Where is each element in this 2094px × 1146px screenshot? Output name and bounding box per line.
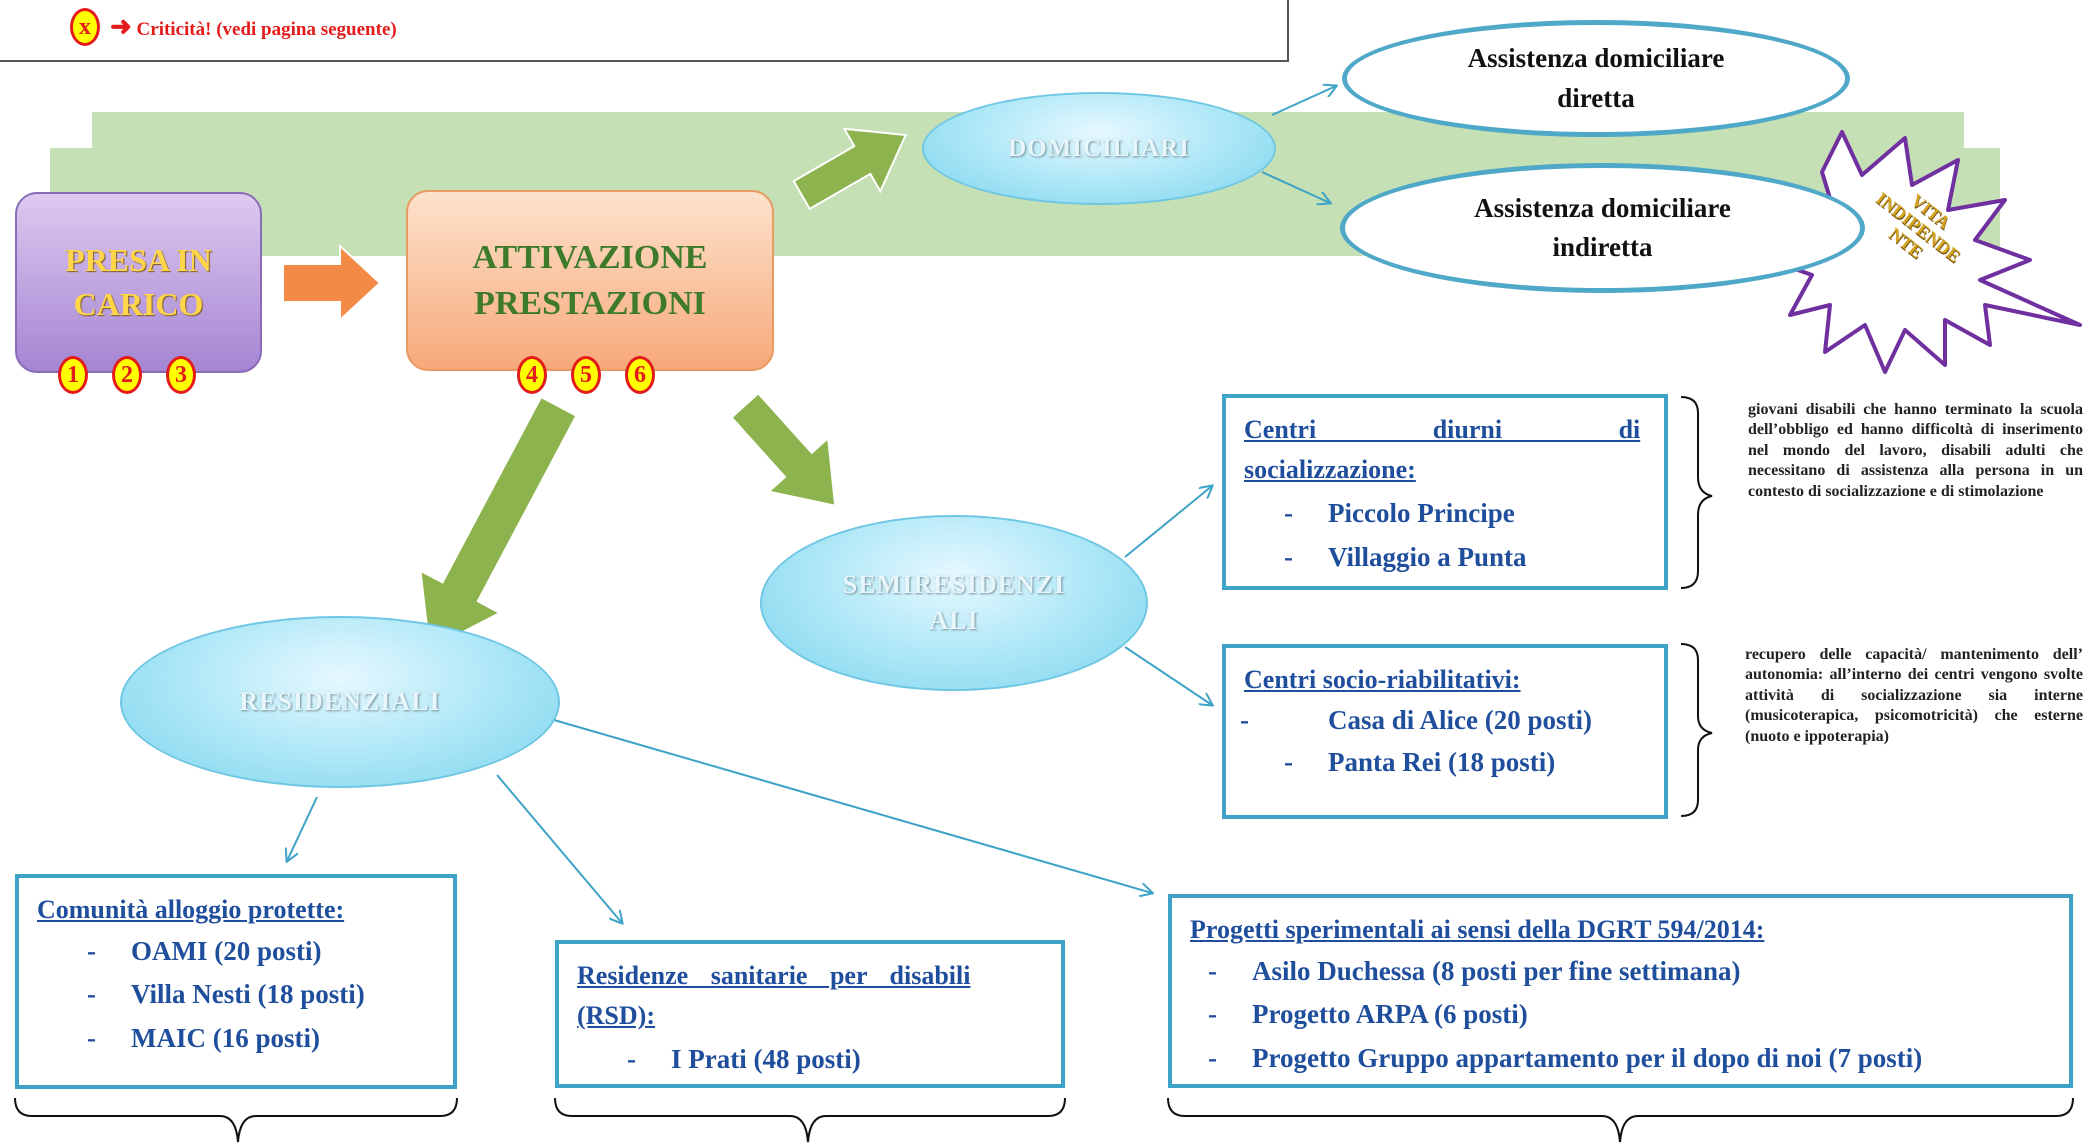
step-presa-in-carico: PRESA IN CARICO (15, 192, 262, 373)
arrow-to-semiresidenziali (730, 391, 837, 507)
connector-res-rsd (496, 774, 622, 923)
box-progetti-sperimentali: Progetti sperimentali ai sensi della DGR… (1168, 894, 2073, 1088)
header-box (0, 0, 1289, 62)
note-centri-diurni: giovani disabili che hanno terminato la … (1748, 401, 2083, 500)
indiretta-line2: indiretta (1552, 232, 1653, 262)
list-item: Progetto Gruppo appartamento per il dopo… (1208, 1037, 2051, 1080)
connector-semi-centri-socio (1124, 646, 1212, 705)
connector-domiciliari-diretta (1271, 86, 1336, 116)
box-comunita-alloggio: Comunità alloggio protette: OAMI (20 pos… (15, 874, 457, 1089)
centri-diurni-list: Piccolo Principe Villaggio a Punta (1244, 491, 1646, 580)
progetti-title: Progetti sperimentali ai sensi della DGR… (1190, 915, 1765, 944)
comunita-title: Comunità alloggio protette: (37, 895, 345, 924)
brace-progetti (1167, 1097, 2074, 1143)
rsd-title-line1: Residenze sanitarie per disabili (577, 961, 971, 990)
step-attivazione-prestazioni: ATTIVAZIONE PRESTAZIONI (406, 190, 774, 371)
criticality-badge-1: 1 (58, 356, 88, 394)
centri-diurni-title: Centri diurni di socializzazione: (1244, 410, 1646, 491)
centri-diurni-title-line2: socializzazione: (1244, 455, 1416, 485)
list-item: Villaggio a Punta (1284, 535, 1646, 580)
list-item: Villa Nesti (18 posti) (87, 973, 435, 1016)
presa-badges: 1 2 3 (58, 356, 196, 394)
rsd-title-line2: (RSD): (577, 1001, 655, 1031)
box-centri-socio: Centri socio-riabilitativi: Casa di Alic… (1222, 644, 1668, 819)
arrow-presa-to-attivazione (282, 243, 382, 323)
category-domiciliari: DOMICILIARI (922, 92, 1276, 205)
connector-res-progetti (553, 719, 1152, 893)
criticality-badge: x (70, 8, 100, 46)
criticality-badge-4: 4 (517, 356, 547, 394)
semiresidenziali-line1: SEMIRESIDENZI (842, 569, 1066, 599)
attivazione-line1: ATTIVAZIONE (472, 238, 708, 276)
list-item: Progetto ARPA (6 posti) (1208, 993, 2051, 1036)
list-item: I Prati (48 posti) (627, 1037, 1043, 1082)
attivazione-line2: PRESTAZIONI (474, 284, 706, 322)
presa-line2: CARICO (73, 285, 204, 322)
service-assistenza-diretta: Assistenza domiciliare diretta (1342, 20, 1850, 137)
note-centri-socio: recupero delle capacità/ mantenimento de… (1745, 646, 2083, 745)
connector-semi-centri-diurni (1124, 486, 1212, 558)
brace-centri-socio (1680, 643, 1713, 817)
legend-text: ➜ Criticità! (vedi pagina seguente) (110, 12, 397, 42)
category-semiresidenziali: SEMIRESIDENZI ALI (760, 515, 1148, 691)
list-item: Casa di Alice (20 posti) (1284, 700, 1646, 742)
residenziali-label: RESIDENZIALI (239, 687, 441, 716)
centri-socio-title: Centri socio-riabilitativi: (1244, 665, 1521, 694)
criticality-badge-5: 5 (571, 356, 601, 394)
rsd-title: Residenze sanitarie per disabili (RSD): (577, 956, 1043, 1037)
brace-centri-diurni (1680, 396, 1713, 589)
connector-res-comunita (287, 796, 318, 861)
list-item: MAIC (16 posti) (87, 1017, 435, 1060)
box-centri-diurni: Centri diurni di socializzazione: Piccol… (1222, 394, 1668, 590)
arrow-to-residenziali (419, 395, 578, 651)
brace-comunita (14, 1097, 458, 1143)
list-item: OAMI (20 posti) (87, 930, 435, 973)
connector-domiciliari-indiretta (1261, 171, 1330, 203)
progetti-list: Asilo Duchessa (8 posti per fine settima… (1190, 950, 2051, 1080)
semiresidenziali-line2: ALI (929, 606, 979, 635)
list-item: Asilo Duchessa (8 posti per fine settima… (1208, 950, 2051, 993)
diretta-line1: Assistenza domiciliare (1467, 43, 1725, 74)
criticality-badge-3: 3 (166, 356, 196, 394)
box-rsd: Residenze sanitarie per disabili (RSD): … (555, 940, 1065, 1088)
legend-arrow-icon: ➜ (110, 12, 132, 41)
list-item: Panta Rei (18 posti) (1284, 742, 1646, 784)
brace-rsd (554, 1097, 1066, 1143)
attivazione-badges: 4 5 6 (517, 356, 655, 394)
presa-line1: PRESA IN (65, 242, 212, 279)
rsd-list: I Prati (48 posti) (577, 1037, 1043, 1082)
service-assistenza-indiretta: Assistenza domiciliare indiretta (1340, 163, 1865, 293)
centri-diurni-title-line1: Centri diurni di (1244, 415, 1641, 444)
arrow-to-domiciliari (792, 127, 908, 211)
domiciliari-label: DOMICILIARI (1008, 134, 1190, 162)
diretta-line2: diretta (1557, 82, 1635, 113)
criticality-badge-2: 2 (112, 356, 142, 394)
category-residenziali: RESIDENZIALI (120, 616, 560, 788)
criticality-badge-6: 6 (625, 356, 655, 394)
legend: x ➜ Criticità! (vedi pagina seguente) (70, 8, 397, 46)
centri-socio-list: Casa di Alice (20 posti) Panta Rei (18 p… (1244, 700, 1646, 784)
legend-label: Criticità! (vedi pagina seguente) (136, 19, 397, 40)
comunita-list: OAMI (20 posti) Villa Nesti (18 posti) M… (37, 930, 435, 1060)
indiretta-line1: Assistenza domiciliare (1474, 192, 1731, 223)
list-item: Piccolo Principe (1284, 491, 1646, 536)
